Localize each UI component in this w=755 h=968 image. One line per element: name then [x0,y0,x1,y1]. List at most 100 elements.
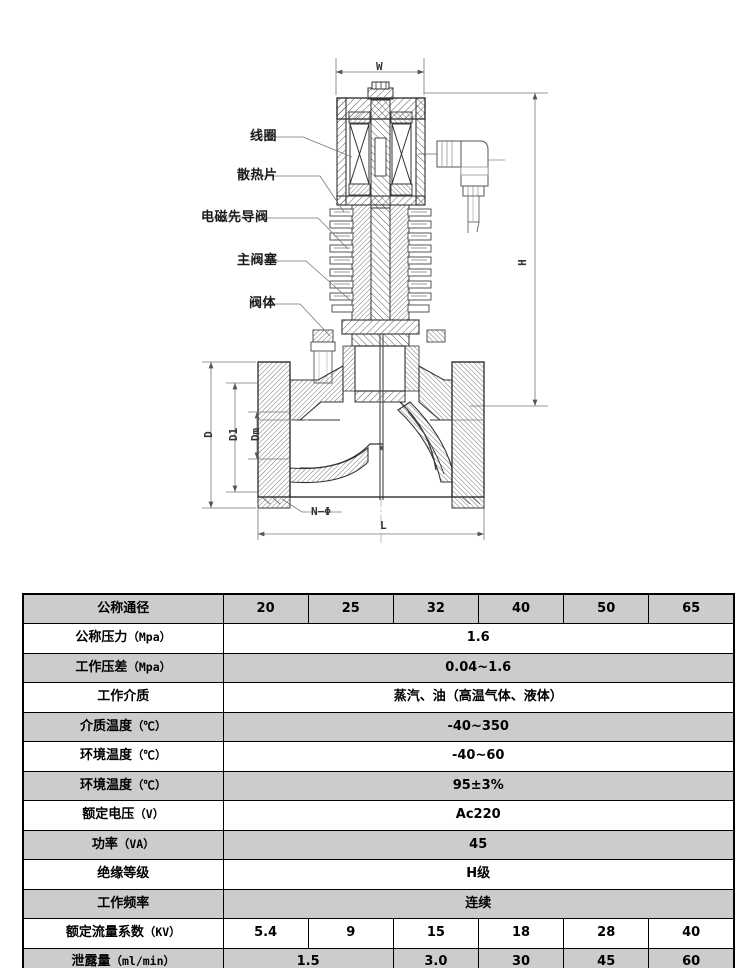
row-label-text: 环境温度 [79,777,132,793]
table-cell-value-span: H级 [222,859,735,890]
row-label-unit: （Mpa） [127,630,172,645]
table-cell-value-span: -40~350 [222,711,735,742]
dimension-label-dm: Dm [249,427,263,442]
table-row: 额定电压（V）Ac220 [22,800,735,831]
table-cell-value: 28 [563,918,650,949]
dimension-l [257,497,485,545]
table-row: 介质温度（℃）-40~350 [22,711,735,742]
table-row: 工作频率 连续 [22,888,735,919]
row-label-cell: 绝缘等级 [22,859,224,890]
row-label-text: 环境温度 [79,748,132,764]
table-row: 公称压力（Mpa）1.6 [22,623,735,654]
table-cell-value-merged: 1.5 [222,947,394,968]
valve-cross-section-svg [202,58,548,545]
table-cell-value: 5.4 [222,918,309,949]
table-cell-value: 18 [477,918,565,949]
table-cell-value: 40 [477,593,565,624]
din-connector [418,140,505,233]
valve-body [257,361,485,509]
main-valve-plug [342,334,420,500]
dimension-label-w: W [376,60,383,73]
coil-housing [336,81,426,209]
dimension-w [335,58,425,95]
table-cell-value: 20 [222,593,309,624]
row-label-cell: 工作介质 [22,682,224,713]
row-label-text: 绝缘等级 [97,866,150,882]
table-row: 工作压差（Mpa）0.04~1.6 [22,652,735,683]
dimension-label-d1: D1 [227,427,241,442]
row-label-unit: （℃） [132,777,167,792]
row-label-text: 公称通径 [97,600,150,616]
table-cell-value: 15 [392,918,479,949]
row-label-text: 泄露量 [71,954,111,968]
leader-n-phi [281,498,342,513]
valve-diagram: 线圈 散热片 电磁先导阀 主阀塞 阀体 W H D D1 Dm N−Φ L [201,58,548,545]
row-label-unit: （VA） [117,836,155,851]
insulation-class-text: H级 [466,866,491,882]
row-label-cell: 介质温度（℃） [22,711,224,742]
callout-label-valve-body: 阀体 [249,296,277,311]
dimension-label-h: H [515,259,529,266]
row-label-unit: （V） [134,807,165,822]
row-label-cell: 额定电压（V） [22,800,224,831]
row-label-unit: （ml/min） [110,954,176,968]
table-row: 工作介质 蒸汽、油（高温气体、液体） [22,682,735,713]
table-cell-value-merged: 45 [563,947,650,968]
row-label-cell: 公称压力（Mpa） [22,623,224,654]
table-cell-value: 25 [307,593,394,624]
callout-label-main-plug: 主阀塞 [237,253,278,268]
table-cell-value-merged: 3.0 [392,947,479,968]
table-row: 功率（VA）45 [22,829,735,860]
row-label-unit: （KV） [143,925,181,940]
row-label-cell: 环境温度（℃） [22,770,224,801]
row-label-text: 额定流量系数 [65,925,144,941]
heat-sink-fins [329,204,432,321]
table-cell-value-span: 连续 [222,888,735,919]
row-label-cell: 功率（VA） [22,829,224,860]
row-label-cell: 泄露量（ml/min） [22,947,224,968]
row-label-unit: （℃） [132,718,167,733]
table-cell-value: 32 [392,593,479,624]
dimension-label-d: D [201,431,215,438]
dimension-h [424,92,548,407]
dimension-d-group [202,361,290,509]
row-label-text: 介质温度 [79,718,132,734]
row-label-unit: （Mpa） [127,659,172,674]
row-label-text: 工作介质 [97,689,150,705]
row-label-cell: 额定流量系数（KV） [22,918,224,949]
dimension-label-l: L [380,519,387,532]
table-cell-value: 9 [307,918,394,949]
row-label-cell: 环境温度（℃） [22,741,224,772]
callout-label-pilot-valve: 电磁先导阀 [201,210,269,225]
table-cell-value: 40 [648,918,735,949]
table-cell-value-span: 95±3% [222,770,735,801]
callout-leaders [202,136,353,337]
table-cell-value-span: 蒸汽、油（高温气体、液体） [222,682,735,713]
dimension-label-n-phi: N−Φ [311,505,331,518]
row-label-cell: 工作频率 [22,888,224,919]
table-cell-value-span: 45 [222,829,735,860]
table-row: 绝缘等级 H级 [22,859,735,890]
table-row: 环境温度（℃）-40~60 [22,741,735,772]
row-label-text: 公称压力 [75,630,128,646]
row-label-cell: 公称通径 [22,593,224,624]
table-cell-value-span: 0.04~1.6 [222,652,735,683]
table-cell-value: 50 [563,593,650,624]
row-label-text: 额定电压 [82,807,135,823]
table-cell-value-span: -40~60 [222,741,735,772]
table-cell-value-span: 1.6 [222,623,735,654]
table-cell-value-span: Ac220 [222,800,735,831]
table-cell-value: 65 [648,593,735,624]
table-cell-value-merged: 60 [648,947,735,968]
callout-label-heat-fin: 散热片 [237,168,278,183]
row-label-text: 功率 [91,836,118,852]
insulation-class-glyphs: H级 [466,866,491,882]
row-label-text: 工作频率 [97,895,150,911]
